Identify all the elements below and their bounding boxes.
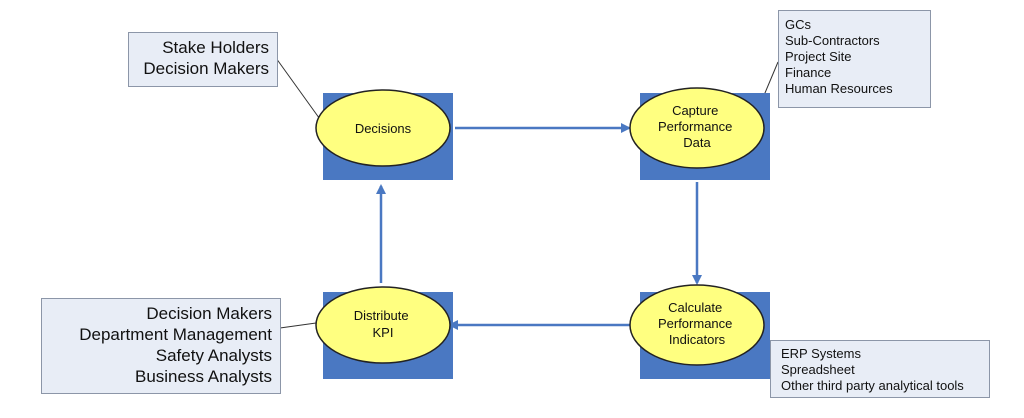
connector-audience <box>279 322 317 329</box>
node-label: Distribute KPI <box>354 308 413 340</box>
note-audience: Decision Makers Department Management Sa… <box>41 298 281 394</box>
node-ellipse <box>315 89 451 167</box>
node-ellipse <box>629 87 765 169</box>
note-line: GCs <box>785 17 811 32</box>
note-line: Project Site <box>785 49 852 64</box>
note-line: Human Resources <box>785 81 893 96</box>
node-ellipse <box>315 286 451 364</box>
node-ellipse <box>629 284 765 366</box>
node-label-line: Data <box>683 135 711 150</box>
note-tools: ERP Systems Spreadsheet Other third part… <box>770 340 990 398</box>
node-label-line: Capture <box>672 103 718 118</box>
node-label: Decisions <box>355 121 412 136</box>
note-line: Spreadsheet <box>781 362 855 377</box>
connector-stakeholders <box>275 57 323 123</box>
node-label-line: Performance <box>658 316 732 331</box>
node-calculate: Calculate Performance Indicators <box>629 284 770 379</box>
node-capture: Capture Performance Data <box>629 87 770 180</box>
note-line: ERP Systems <box>781 346 861 361</box>
node-label-line: KPI <box>373 325 394 340</box>
note-line: Sub-Contractors <box>785 33 880 48</box>
node-label-line: Performance <box>658 119 732 134</box>
node-label-line: Distribute <box>354 308 409 323</box>
note-line: Safety Analysts <box>155 346 272 365</box>
node-label-line: Indicators <box>669 332 726 347</box>
node-distribute: Distribute KPI <box>315 286 453 379</box>
node-label: Capture Performance Data <box>658 103 736 150</box>
note-line: Business Analysts <box>134 367 272 386</box>
note-line: Decision Makers <box>143 59 269 78</box>
note-line: Department Management <box>79 325 272 344</box>
node-label-line: Calculate <box>668 300 722 315</box>
note-line: Other third party analytical tools <box>781 378 964 393</box>
note-data-sources: GCs Sub-Contractors Project Site Finance… <box>778 10 931 108</box>
note-line: Stake Holders <box>162 38 269 57</box>
node-label: Calculate Performance Indicators <box>658 300 736 347</box>
note-stakeholders: Stake Holders Decision Makers <box>128 32 278 87</box>
node-decisions: Decisions <box>315 89 453 180</box>
note-line: Decision Makers <box>146 304 272 323</box>
note-line: Finance <box>785 65 832 80</box>
node-label-line: Decisions <box>355 121 412 136</box>
